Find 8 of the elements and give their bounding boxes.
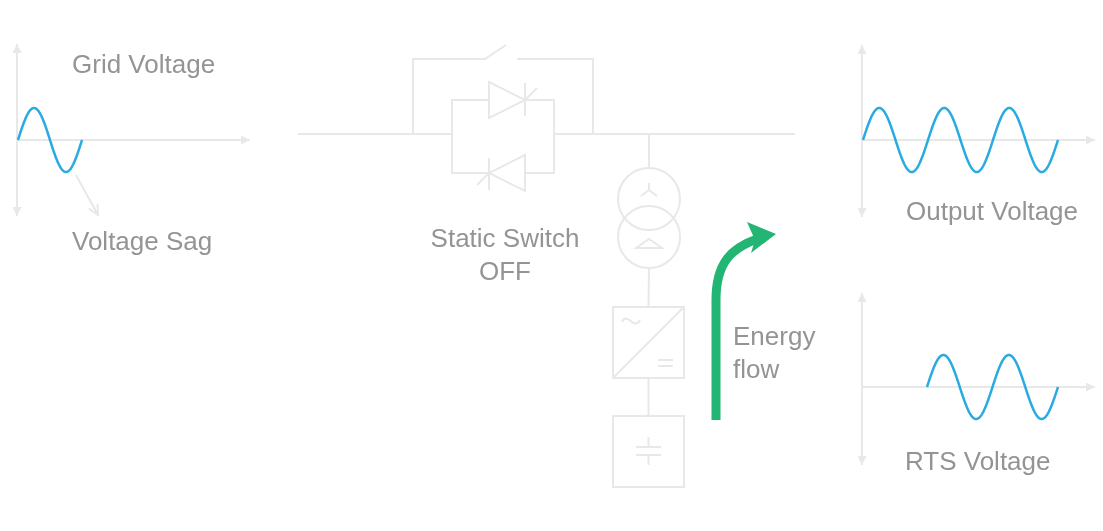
component-label: Static Switch OFF [429, 222, 581, 288]
chart-title: Grid Voltage [72, 48, 216, 81]
chart-title: Output Voltage [906, 195, 1079, 228]
callout-label: Voltage Sag [72, 215, 213, 258]
sine-wave [17, 106, 84, 175]
leader-line [75, 174, 99, 216]
chart-title: RTS Voltage [905, 445, 1051, 478]
annotation-label: Energy flow [733, 320, 817, 386]
